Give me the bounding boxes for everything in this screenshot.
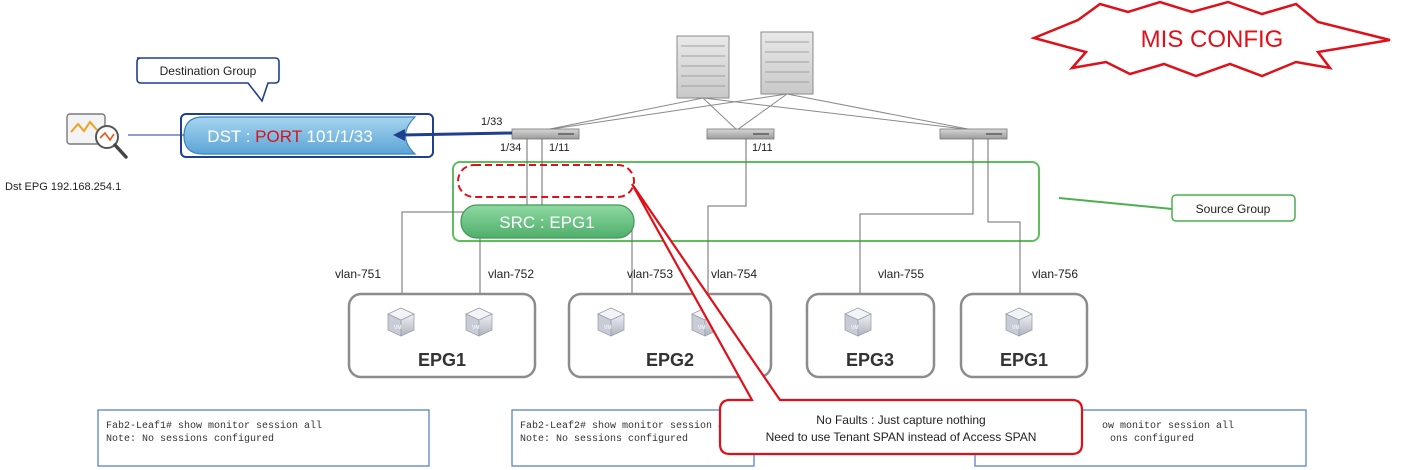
dst-port-word: PORT bbox=[255, 127, 302, 146]
src-epg1-pill: SRC : EPG1 bbox=[460, 204, 635, 239]
port-label-1-11-leaf2: 1/11 bbox=[752, 142, 773, 154]
svg-text:VM: VM bbox=[604, 325, 612, 331]
epg-label-3: EPG3 bbox=[846, 350, 894, 370]
empty-source-highlight bbox=[457, 164, 635, 198]
leaf-switch-2 bbox=[706, 128, 775, 140]
note-line-1: No Faults : Just capture nothing bbox=[816, 413, 985, 427]
vlan-label-753: vlan-753 bbox=[627, 267, 673, 281]
analyzer-icon bbox=[66, 113, 128, 159]
vlan-label-751: vlan-751 bbox=[335, 267, 381, 281]
vm-icon: VM bbox=[387, 307, 415, 337]
misconfig-note-callout: No Faults : Just capture nothing Need to… bbox=[631, 183, 1084, 456]
dst-epg-label: Dst EPG 192.168.254.1 bbox=[5, 181, 121, 193]
epg-label-1: EPG1 bbox=[418, 350, 466, 370]
span-arrow-head bbox=[393, 129, 405, 141]
source-group-callout-label: Source Group bbox=[1196, 202, 1271, 216]
svg-text:ons configured: ons configured bbox=[1110, 433, 1194, 445]
source-group-callout: Source Group bbox=[1171, 194, 1296, 222]
epg-label-2: EPG2 bbox=[646, 350, 694, 370]
vm-icon: VM bbox=[844, 307, 872, 337]
port-label-1-33: 1/33 bbox=[481, 116, 502, 128]
spine-switch-1 bbox=[676, 35, 730, 99]
vm-icon: VM bbox=[465, 307, 493, 337]
vlan-label-755: vlan-755 bbox=[878, 267, 924, 281]
svg-text:Note: No sessions configured: Note: No sessions configured bbox=[106, 433, 274, 445]
epg-box-3 bbox=[805, 292, 936, 379]
console-box-2: Fab2-Leaf2# show monitor session all Not… bbox=[511, 409, 755, 467]
spine-switch-2 bbox=[760, 31, 814, 95]
source-group-connector bbox=[1058, 197, 1173, 210]
dst-port-label: DST : PORT 101/1/33 bbox=[207, 127, 372, 146]
svg-text:Fab2-Leaf2# show monitor sessi: Fab2-Leaf2# show monitor session all bbox=[520, 420, 736, 432]
epg-box-4 bbox=[959, 292, 1089, 379]
destination-group-callout: Destination Group bbox=[136, 57, 280, 103]
port-label-1-34: 1/34 bbox=[500, 142, 521, 154]
src-epg1-label: SRC : EPG1 bbox=[499, 213, 594, 232]
dst-port-pill bbox=[183, 116, 417, 155]
console-box-1: Fab2-Leaf1# show monitor session all Not… bbox=[97, 409, 430, 467]
svg-text:VM: VM bbox=[698, 325, 706, 331]
svg-text:VM: VM bbox=[1012, 325, 1020, 331]
svg-text:Note: No sessions configured: Note: No sessions configured bbox=[520, 433, 688, 445]
vm-icon: VM bbox=[597, 307, 625, 337]
fabric-links bbox=[544, 93, 974, 131]
svg-text:ow monitor session all: ow monitor session all bbox=[1102, 420, 1234, 432]
vlan-label-756: vlan-756 bbox=[1032, 267, 1078, 281]
leaf-switch-1 bbox=[511, 128, 580, 140]
svg-text:VM: VM bbox=[472, 325, 480, 331]
svg-text:VM: VM bbox=[394, 325, 402, 331]
svg-text:VM: VM bbox=[851, 325, 859, 331]
destination-group-callout-label: Destination Group bbox=[160, 64, 257, 78]
vlan-label-754: vlan-754 bbox=[711, 267, 757, 281]
vm-icon: VM bbox=[1005, 307, 1033, 337]
vlan-label-752: vlan-752 bbox=[488, 267, 534, 281]
mis-config-badge: MIS CONFIG bbox=[1030, 0, 1391, 78]
leaf-switch-3 bbox=[939, 128, 1008, 140]
port-label-1-11-leaf1: 1/11 bbox=[549, 142, 570, 154]
badge-starburst bbox=[1030, 0, 1391, 78]
span-arrow-shaft bbox=[401, 131, 513, 137]
svg-text:Fab2-Leaf1# show monitor sessi: Fab2-Leaf1# show monitor session all bbox=[106, 420, 322, 432]
note-line-2: Need to use Tenant SPAN instead of Acces… bbox=[766, 430, 1037, 444]
badge-label: MIS CONFIG bbox=[1141, 26, 1284, 53]
epg-label-4: EPG1 bbox=[1000, 350, 1048, 370]
